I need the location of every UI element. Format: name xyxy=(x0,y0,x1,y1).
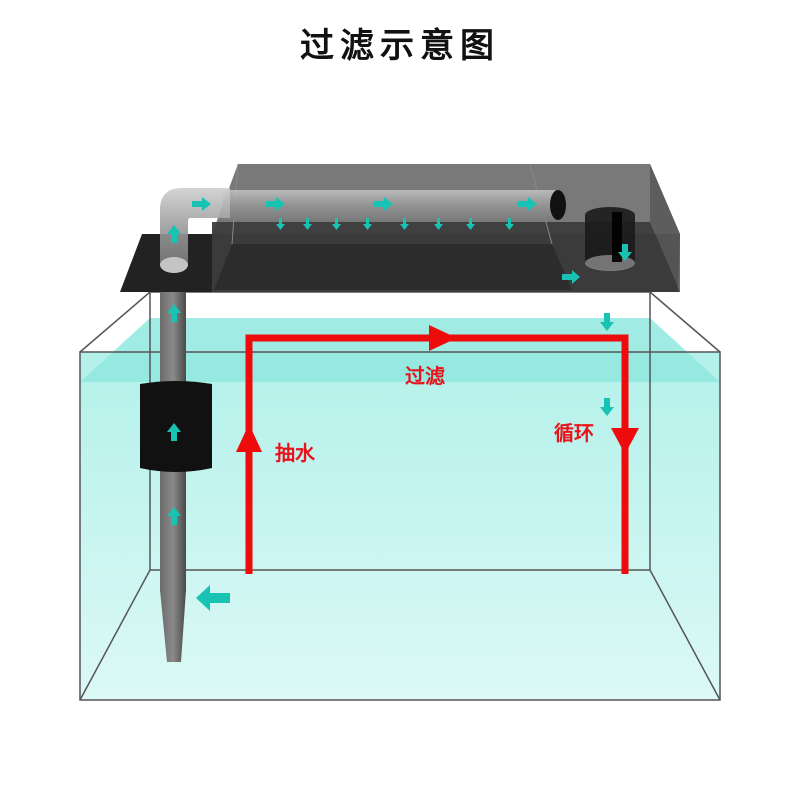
flow-arrow-up-icon xyxy=(167,423,181,441)
flow-arrow-right-icon xyxy=(374,197,393,211)
drip-arrow-down-icon xyxy=(276,218,285,230)
flow-arrow-down-icon xyxy=(600,398,614,416)
flow-arrow-right-icon xyxy=(562,270,580,284)
flow-arrow-right-icon xyxy=(266,197,285,211)
drip-arrow-down-icon xyxy=(434,218,443,230)
pipe-elbow xyxy=(160,188,230,265)
tank-edge xyxy=(79,291,151,353)
flow-arrow-right-icon xyxy=(518,197,537,211)
tank-edge xyxy=(649,291,721,353)
flow-arrow-down-icon xyxy=(600,313,614,331)
spray-bar-end-cap xyxy=(550,190,566,220)
circuit-arrow-right xyxy=(429,325,457,351)
label-circulate: 循环 xyxy=(554,421,594,445)
drip-arrow-down-icon xyxy=(303,218,312,230)
aquarium-tank xyxy=(79,291,721,701)
outlet-cylinder xyxy=(585,207,635,271)
pipe-nozzle xyxy=(160,590,186,662)
filter-box-side xyxy=(650,164,680,292)
label-filter: 过滤 xyxy=(405,364,445,388)
circulation-path xyxy=(236,325,639,574)
drip-arrow-down-icon xyxy=(332,218,341,230)
circuit-arrow-up xyxy=(236,424,262,452)
drip-arrow-down-icon xyxy=(400,218,409,230)
flow-arrow-up-icon xyxy=(167,507,181,525)
pipe-opening xyxy=(160,257,188,273)
page-title: 过滤示意图 xyxy=(300,26,500,66)
water-body xyxy=(80,352,720,700)
flow-arrow-right-icon xyxy=(192,197,211,211)
intake-pipe xyxy=(140,188,230,662)
tank-edge xyxy=(79,569,151,701)
label-pump: 抽水 xyxy=(275,441,316,465)
drip-arrow-down-icon xyxy=(466,218,475,230)
water-surface xyxy=(80,318,720,382)
flow-arrow-up-icon xyxy=(167,304,181,322)
tank-front-frame xyxy=(79,351,721,701)
circuit-arrow-down xyxy=(611,428,639,454)
flow-arrow-down-icon xyxy=(618,244,632,261)
filter-box-floor xyxy=(214,244,572,290)
flow-arrow-left-icon xyxy=(196,585,230,611)
tank-edge xyxy=(649,569,721,701)
drip-arrow-down-icon xyxy=(505,218,514,230)
drip-arrow-down-icon xyxy=(363,218,372,230)
flow-arrows xyxy=(167,197,632,611)
flow-arrow-up-icon xyxy=(167,225,181,243)
